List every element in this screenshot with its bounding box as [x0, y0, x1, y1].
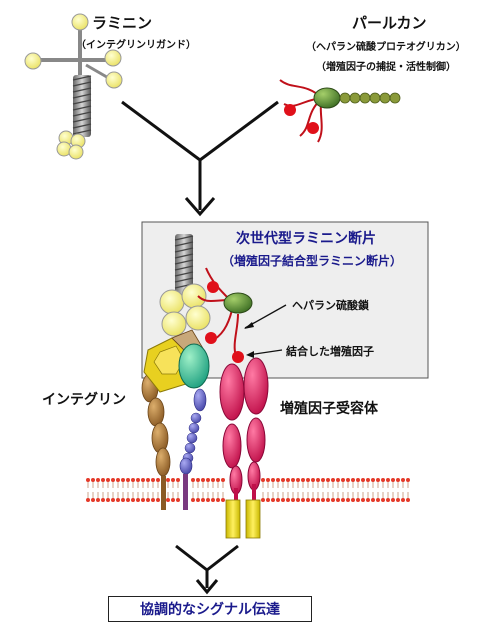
fragment-laminin	[159, 234, 211, 337]
fragment-subtitle: （増殖因子結合型ラミニン断片）	[222, 254, 403, 268]
growth-factor-receptor	[219, 357, 269, 539]
laminin-subtitle: （インテグリンリガンド）	[76, 40, 196, 51]
cell-membrane	[86, 478, 410, 502]
fragment-perlecan	[197, 267, 253, 363]
laminin-title: ラミニン	[92, 14, 153, 32]
outcome-box: 協調的なシグナル伝達	[108, 596, 312, 622]
outcome-label: 協調的なシグナル伝達	[140, 602, 280, 618]
integrin-receptor	[141, 329, 210, 510]
receptor-label: 増殖因子受容体	[280, 401, 378, 417]
bound-growth-factor-label: 結合した増殖因子	[286, 345, 374, 358]
laminin-molecule	[24, 13, 123, 160]
annotation-arrows	[244, 304, 287, 358]
perlecan-subtitle: （ヘパラン硫酸プロテオグリカン）	[306, 42, 466, 53]
perlecan-function: （増殖因子の捕捉・活性制御）	[316, 62, 456, 73]
integrin-label: インテグリン	[42, 392, 126, 408]
converging-arrow	[121, 100, 279, 217]
perlecan-molecule	[279, 79, 401, 143]
heparan-sulfate-label: ヘパラン硫酸鎖	[292, 299, 369, 312]
downstream-arrow	[175, 544, 239, 595]
fragment-title: 次世代型ラミニン断片	[236, 231, 376, 247]
perlecan-title: パールカン	[352, 14, 427, 32]
